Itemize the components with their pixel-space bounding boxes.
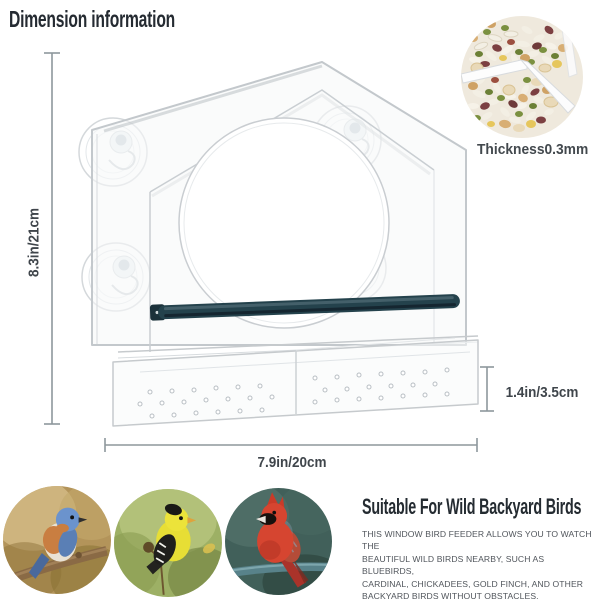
thickness-label: Thickness0.3mm (477, 141, 589, 158)
bluebird-photo (3, 486, 111, 594)
drainage-holes (137, 367, 450, 419)
height-dimension-label: 8.3in/21cm (25, 207, 43, 278)
dimension-lines (44, 52, 494, 452)
perch-rod (149, 294, 460, 321)
suitability-body-line: BEAUTIFUL WILD BIRDS NEARBY, SUCH AS BLU… (362, 553, 545, 577)
suitability-body-line: BACKYARD BIRDS WITHOUT OBSTACLES. (362, 591, 539, 602)
seed-tray (112, 335, 479, 427)
page-title: Dimension information (9, 6, 176, 32)
tray-height-dimension-label: 1.4in/3.5cm (505, 384, 579, 401)
width-dimension-label: 7.9in/20cm (257, 454, 327, 471)
seed-mix-photo (461, 16, 583, 138)
suitability-heading: Suitable For Wild Backyard Birds (362, 494, 582, 519)
goldfinch-photo (114, 489, 222, 597)
suitability-body: THIS WINDOW BIRD FEEDER ALLOWS YOU TO WA… (362, 528, 592, 602)
suitability-body-line: CARDINAL, CHICKADEES, GOLD FINCH, AND OT… (362, 578, 584, 589)
suitability-body-line: THIS WINDOW BIRD FEEDER ALLOWS YOU TO WA… (362, 529, 592, 552)
cardinal-photo (225, 488, 332, 595)
